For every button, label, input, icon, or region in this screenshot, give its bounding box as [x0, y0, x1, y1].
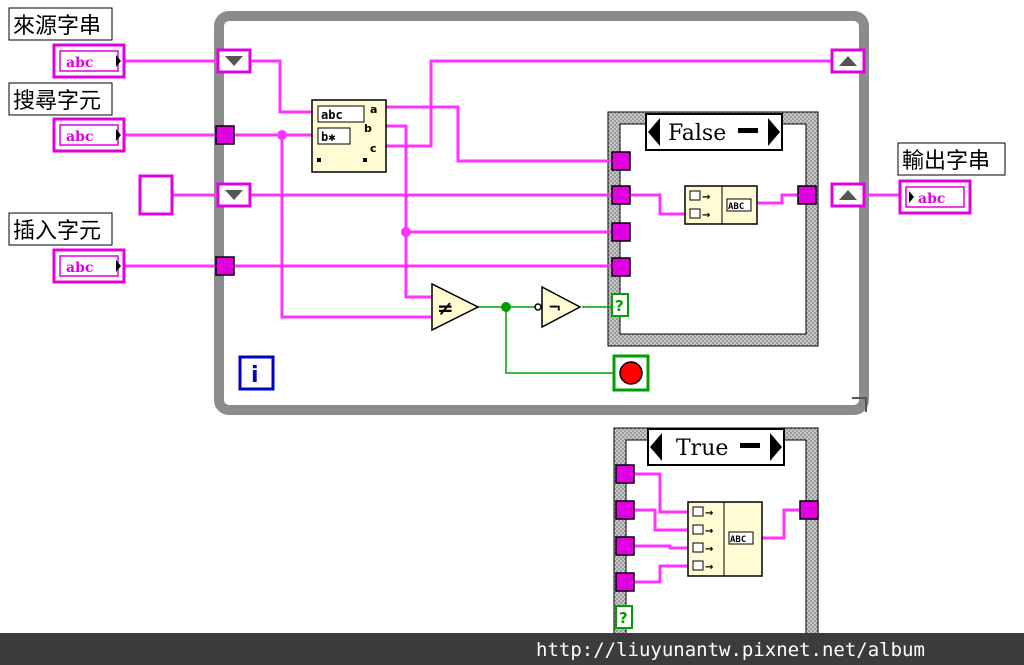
svg-text:≠: ≠ — [437, 296, 454, 320]
svg-text:輸出字串: 輸出字串 — [902, 149, 990, 174]
decrement-arrow-icon — [650, 433, 662, 461]
svg-text:b✱: b✱ — [321, 130, 335, 144]
case-selector-true[interactable]: True — [647, 428, 785, 466]
watermark-bar: http://liuyunantw.pixnet.net/album — [0, 633, 1024, 665]
case-selector-terminal-false[interactable]: ? — [611, 293, 629, 317]
increment-arrow-icon — [768, 118, 780, 146]
not-node[interactable]: ¬ — [534, 285, 582, 329]
iteration-terminal[interactable]: i — [238, 355, 275, 391]
label-source-string: 來源字串 — [8, 7, 113, 41]
stop-condition-terminal[interactable] — [612, 354, 650, 392]
case-false-tunnels — [611, 151, 817, 277]
stop-sign-icon — [619, 361, 643, 385]
svg-text:b: b — [364, 122, 372, 135]
insert-char-control[interactable]: abc — [52, 248, 126, 284]
label-search-char: 搜尋字元 — [8, 82, 113, 116]
shift-register-left-top[interactable] — [216, 48, 252, 74]
shift-register-right-top[interactable] — [830, 48, 866, 74]
loop-tunnels — [215, 125, 235, 276]
svg-text:a: a — [370, 103, 377, 116]
not-equal-node[interactable]: ≠ — [431, 282, 480, 332]
svg-text:c: c — [370, 142, 377, 155]
svg-text:ABC: ABC — [730, 535, 746, 545]
insert-char-glyph: abc — [66, 260, 93, 276]
source-string-glyph: abc — [66, 55, 93, 71]
svg-text:→: → — [705, 508, 713, 519]
svg-text:True: True — [676, 436, 728, 461]
label-insert-char: 插入字元 — [8, 212, 113, 246]
shift-register-right-bottom[interactable] — [830, 182, 866, 208]
output-string-indicator[interactable]: abc — [898, 179, 972, 215]
label-output-string: 輸出字串 — [897, 142, 1006, 176]
empty-string-constant[interactable] — [138, 174, 174, 216]
svg-text:i: i — [251, 363, 259, 388]
decrement-arrow-icon — [648, 118, 660, 146]
svg-text:→: → — [705, 526, 713, 537]
svg-text:False: False — [668, 121, 726, 146]
while-loop[interactable] — [214, 11, 869, 415]
concatenate-node-false[interactable]: → → ABC — [684, 185, 758, 225]
output-string-glyph: abc — [918, 191, 945, 207]
svg-text:¬: ¬ — [548, 298, 561, 317]
svg-text:→: → — [705, 544, 713, 555]
shift-register-left-bottom[interactable] — [216, 182, 252, 208]
svg-text:→: → — [705, 562, 713, 573]
search-char-control[interactable]: abc — [52, 117, 126, 153]
svg-text:ABC: ABC — [728, 202, 744, 212]
search-split-string-node[interactable]: abc b✱ a b c — [311, 99, 387, 173]
string-wires — [124, 59, 904, 584]
source-string-control[interactable]: abc — [52, 43, 126, 79]
svg-text:?: ? — [615, 297, 624, 315]
wire-junctions — [277, 130, 511, 312]
case-selector-terminal-true[interactable]: ? — [615, 605, 633, 629]
svg-text:→: → — [702, 210, 710, 221]
svg-text:搜尋字元: 搜尋字元 — [13, 89, 101, 114]
selector-dropdown-icon — [738, 128, 758, 133]
case-true-tunnels — [615, 464, 819, 592]
svg-text:插入字元: 插入字元 — [13, 219, 101, 244]
concatenate-node-true[interactable]: → → → → ABC — [687, 501, 763, 577]
search-char-glyph: abc — [66, 129, 93, 145]
svg-text:?: ? — [619, 609, 628, 627]
svg-text:來源字串: 來源字串 — [13, 14, 101, 39]
svg-text:abc: abc — [321, 108, 343, 122]
loop-resize-corner[interactable] — [852, 397, 867, 412]
svg-text:→: → — [702, 192, 710, 203]
increment-arrow-icon — [770, 433, 782, 461]
case-selector-false[interactable]: False — [645, 113, 783, 151]
watermark-url: http://liuyunantw.pixnet.net/album — [536, 639, 925, 661]
selector-dropdown-icon — [740, 443, 760, 448]
